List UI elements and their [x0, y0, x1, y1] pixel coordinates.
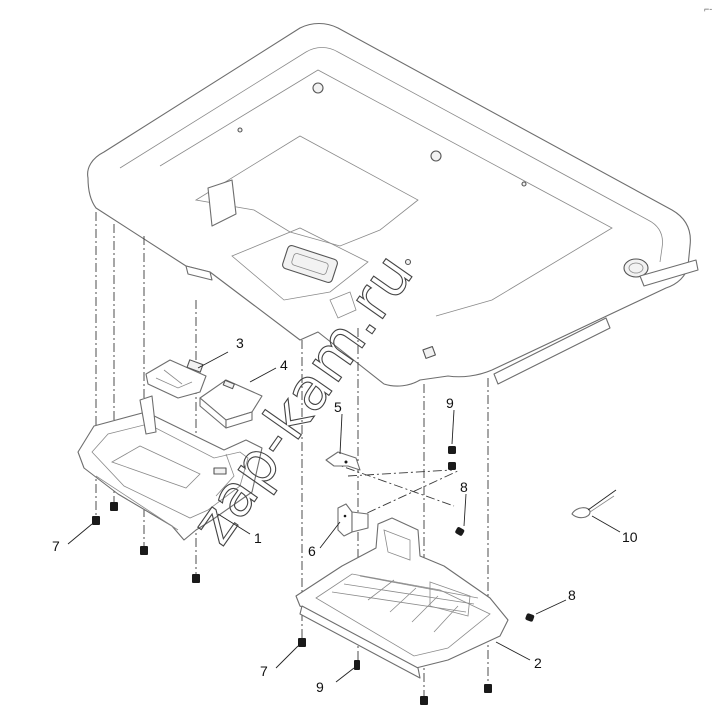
- fastener-7: [420, 696, 428, 705]
- fastener-9: [354, 660, 360, 670]
- bracket-part-3: [145, 359, 207, 399]
- callout-labels: 3 4 5 9 8 6 1 7 7 8 2 9 10: [52, 335, 638, 695]
- callout-9-upper: 9: [446, 395, 454, 411]
- bracket-part-5: [325, 451, 361, 471]
- callout-8-right: 8: [568, 587, 576, 603]
- callout-6: 6: [308, 543, 316, 559]
- fasteners: [92, 446, 535, 705]
- left-console-tray: [77, 395, 263, 541]
- fastener-9: [448, 462, 456, 470]
- callout-2: 2: [534, 655, 542, 671]
- callout-7-left: 7: [52, 538, 60, 554]
- fastener-9: [448, 446, 456, 454]
- cable-tie-part-10: [571, 489, 617, 519]
- callout-1: 1: [254, 530, 262, 546]
- callout-3: 3: [236, 335, 244, 351]
- roof-headliner-panel: [87, 22, 699, 387]
- fastener-7: [484, 684, 492, 693]
- callout-8-upper: 8: [460, 479, 468, 495]
- callout-5: 5: [334, 399, 342, 415]
- callout-4: 4: [280, 357, 288, 373]
- callout-10: 10: [622, 529, 638, 545]
- corner-mark: ⌐-: [704, 4, 712, 14]
- callout-leaders: [67, 351, 621, 683]
- fastener-7: [140, 546, 148, 555]
- mounting-plate-part-6: [337, 503, 369, 537]
- callout-9-bottom: 9: [316, 679, 324, 695]
- control-box-part-4: [199, 379, 263, 429]
- fastener-7: [110, 502, 118, 511]
- fastener-7: [298, 638, 306, 647]
- right-floor-tray: [295, 517, 509, 679]
- fastener-8: [525, 613, 535, 622]
- callout-7-bottom: 7: [260, 663, 268, 679]
- fastener-8: [455, 527, 465, 536]
- fastener-7: [192, 574, 200, 583]
- fastener-7: [92, 516, 100, 525]
